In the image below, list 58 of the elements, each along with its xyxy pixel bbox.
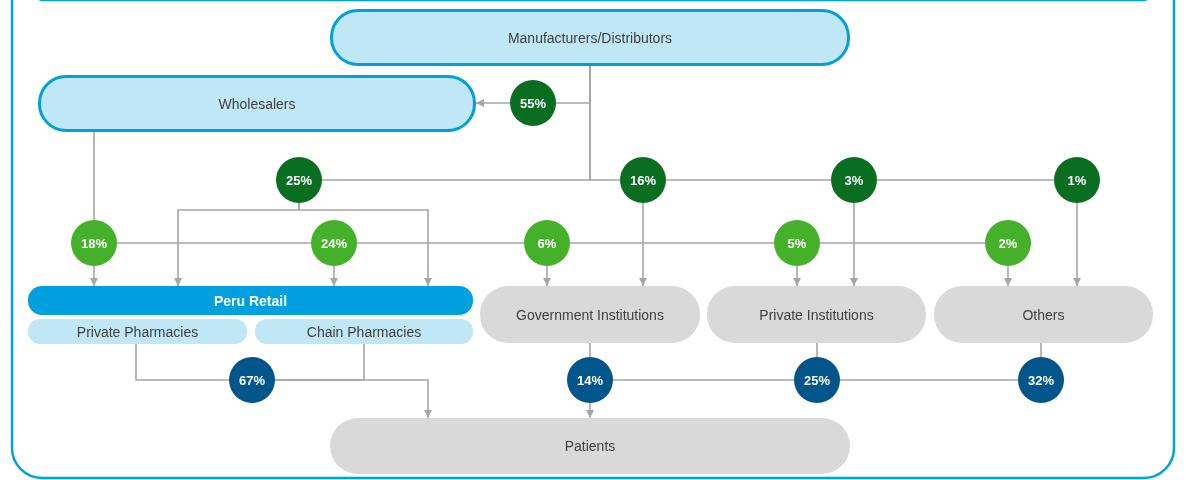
node-label: 18% (81, 235, 107, 251)
process-box (330, 418, 850, 474)
percentage-circle (311, 220, 357, 266)
node-label: Private Pharmacies (76, 323, 199, 340)
arrow (543, 265, 551, 287)
node-label: 3% (844, 172, 864, 188)
percentage-circle (620, 157, 666, 203)
node-label: 16% (630, 172, 656, 188)
arrow (90, 265, 98, 287)
process-box (707, 286, 926, 343)
process-box (934, 286, 1153, 343)
node-label: Government Institutions (516, 306, 664, 323)
percentage-circle (510, 80, 556, 126)
arrow (298, 202, 432, 287)
node-label: Private Institutions (759, 306, 874, 323)
node-label: 55% (520, 95, 546, 111)
percentage-circle (774, 220, 820, 266)
arrow (850, 202, 858, 287)
node-label: Peru Retail (213, 292, 288, 309)
category-box (28, 319, 247, 344)
arrow (274, 379, 432, 419)
node-label: Wholesalers (218, 95, 296, 112)
percentage-circle (524, 220, 570, 266)
percentage-circle (567, 357, 613, 403)
node-label: 24% (321, 235, 347, 251)
percentage-circle (794, 357, 840, 403)
node-label: Patients (564, 438, 616, 454)
arrow (586, 402, 594, 419)
process-box (330, 9, 850, 66)
percentage-circle (1018, 357, 1064, 403)
process-box (480, 286, 700, 343)
node-label: 2% (998, 235, 1018, 251)
process-box (38, 75, 476, 132)
node-label: 25% (286, 172, 312, 188)
percentage-circle (229, 357, 275, 403)
arrow (793, 265, 801, 287)
node-label: Others (1022, 306, 1065, 323)
arrow (475, 99, 511, 107)
percentage-circle (985, 220, 1031, 266)
node-label: 14% (577, 372, 603, 388)
node-label: 5% (787, 235, 807, 251)
percentage-circle (71, 220, 117, 266)
node-label: 32% (1028, 372, 1054, 388)
node-label: Chain Pharmacies (306, 323, 422, 340)
node-label: 67% (239, 372, 265, 388)
header-bar (28, 286, 473, 315)
node-label: 25% (804, 372, 830, 388)
arrow (330, 265, 338, 287)
node-label: 1% (1067, 172, 1087, 188)
arrow (1004, 265, 1012, 287)
arrow (1073, 202, 1081, 287)
arrow (639, 202, 647, 287)
percentage-circle (276, 157, 322, 203)
percentage-circle (1054, 157, 1100, 203)
percentage-circle (831, 157, 877, 203)
node-label: 6% (537, 235, 557, 251)
node-label: Manufacturers/Distributors (507, 29, 673, 46)
category-box (255, 319, 473, 344)
